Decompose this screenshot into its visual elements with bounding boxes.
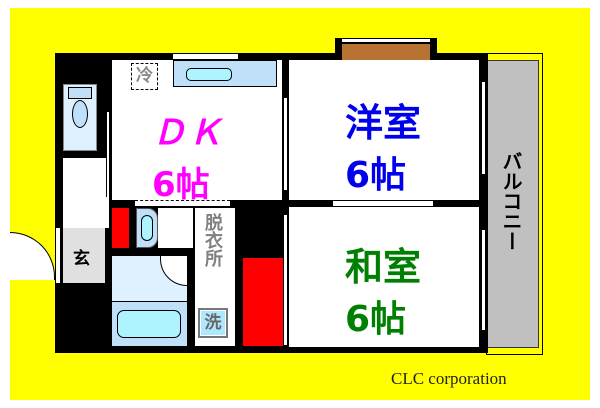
dressing-label: 脱衣所 (202, 213, 223, 267)
room-western (289, 60, 479, 200)
kitchen-counter (173, 60, 277, 87)
toilet-tank-icon (68, 87, 92, 99)
storage-window (342, 38, 430, 43)
sliding-door-dk-japanese[interactable] (283, 215, 288, 345)
company-name: CLC corporation (391, 369, 507, 388)
fridge-label: 冷 (136, 66, 153, 86)
fridge-icon: 冷 (131, 63, 158, 90)
bathtub-icon (117, 310, 181, 338)
sliding-door-dk-western[interactable] (283, 98, 288, 190)
washer-icon: 洗 (198, 308, 228, 338)
washbasin (136, 208, 158, 248)
bathroom (112, 256, 187, 346)
dk-name: ＤＫ (152, 113, 224, 153)
window-western-balcony (481, 82, 486, 174)
washer-label: 洗 (204, 313, 222, 333)
bathtub (112, 301, 187, 346)
japanese-label: 和室 6帖 (345, 232, 421, 354)
entrance-label: 玄 (73, 249, 90, 269)
dressing-room: 脱衣所 洗 (195, 208, 235, 346)
entrance: 玄 (63, 228, 105, 283)
closet-small (112, 208, 129, 248)
storage-closet (342, 44, 430, 60)
western-size: 6帖 (345, 155, 407, 196)
kitchen-window (173, 53, 238, 60)
sliding-door-dk-washroom[interactable] (135, 200, 230, 207)
window-japanese-balcony (481, 230, 486, 330)
hallway (63, 158, 109, 228)
washroom-floor (158, 208, 193, 248)
balcony-label: バルコニー (499, 151, 523, 251)
sliding-door-western-japanese[interactable] (333, 200, 433, 207)
bathroom-door-swing (160, 256, 187, 286)
dk-size: 6帖 (152, 165, 210, 205)
toilet-room (63, 84, 97, 151)
western-label: 洋室 6帖 (345, 88, 421, 210)
sliding-door-toilet-dk[interactable] (106, 112, 110, 197)
japanese-name: 和室 (345, 245, 422, 289)
basin-icon (141, 215, 153, 241)
sink-icon (186, 68, 232, 81)
room-japanese (289, 207, 479, 347)
front-door-frame (55, 228, 61, 283)
western-name: 洋室 (345, 101, 422, 145)
toilet-bowl-icon (72, 100, 88, 128)
closet-large (243, 258, 283, 346)
dk-label: ＤＫ 6帖 (152, 100, 224, 218)
balcony: バルコニー (486, 60, 539, 348)
japanese-size: 6帖 (345, 299, 407, 340)
